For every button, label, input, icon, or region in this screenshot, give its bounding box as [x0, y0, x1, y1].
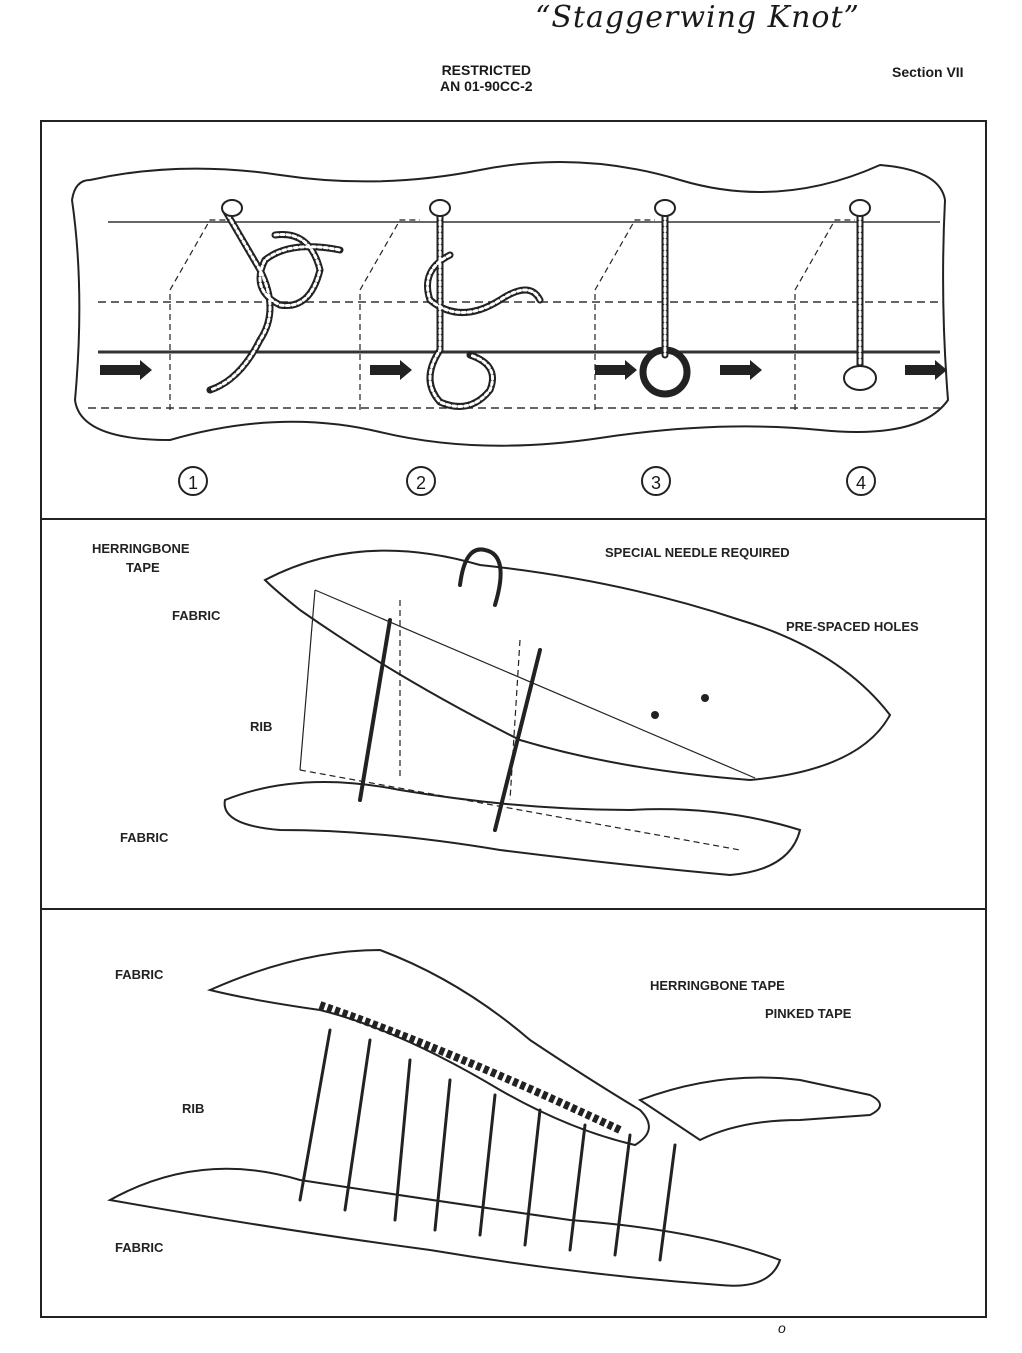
- label-pinked-tape: PINKED TAPE: [765, 1006, 852, 1021]
- label-special-needle: SPECIAL NEEDLE REQUIRED: [605, 545, 790, 560]
- label-fabric-upper: FABRIC: [172, 608, 221, 623]
- panel-divider-2: [40, 908, 987, 910]
- label-pre-spaced-holes: PRE-SPACED HOLES: [786, 619, 919, 634]
- label-fabric-top-panel3: FABRIC: [115, 967, 164, 982]
- panel-divider-1: [40, 518, 987, 520]
- label-rib-panel3: RIB: [182, 1101, 205, 1116]
- document-header: RESTRICTED AN 01-90CC-2: [440, 62, 533, 94]
- figure-frame: [40, 120, 987, 1318]
- step-number-3: 3: [641, 466, 671, 496]
- label-herringbone-tape-line2: TAPE: [126, 560, 160, 575]
- label-herringbone-tape-panel3: HERRINGBONE TAPE: [650, 978, 785, 993]
- classification-label: RESTRICTED: [441, 62, 532, 78]
- knot-steps-illustration: [70, 161, 950, 447]
- step-number-4: 4: [846, 466, 876, 496]
- label-fabric-lower: FABRIC: [120, 830, 169, 845]
- rib-stitching-illustration: [223, 547, 892, 877]
- handwritten-title: “Staggerwing Knot”: [535, 0, 860, 35]
- label-fabric-bottom-panel3: FABRIC: [115, 1240, 164, 1255]
- label-rib: RIB: [250, 719, 273, 734]
- step-number-1: 1: [178, 466, 208, 496]
- document-number: AN 01-90CC-2: [440, 78, 533, 94]
- step-number-2: 2: [406, 466, 436, 496]
- page-mark: o: [778, 1320, 786, 1336]
- section-label: Section VII: [892, 64, 964, 80]
- label-herringbone-tape-top: HERRINGBONE: [92, 541, 190, 556]
- tape-application-illustration: [107, 948, 881, 1287]
